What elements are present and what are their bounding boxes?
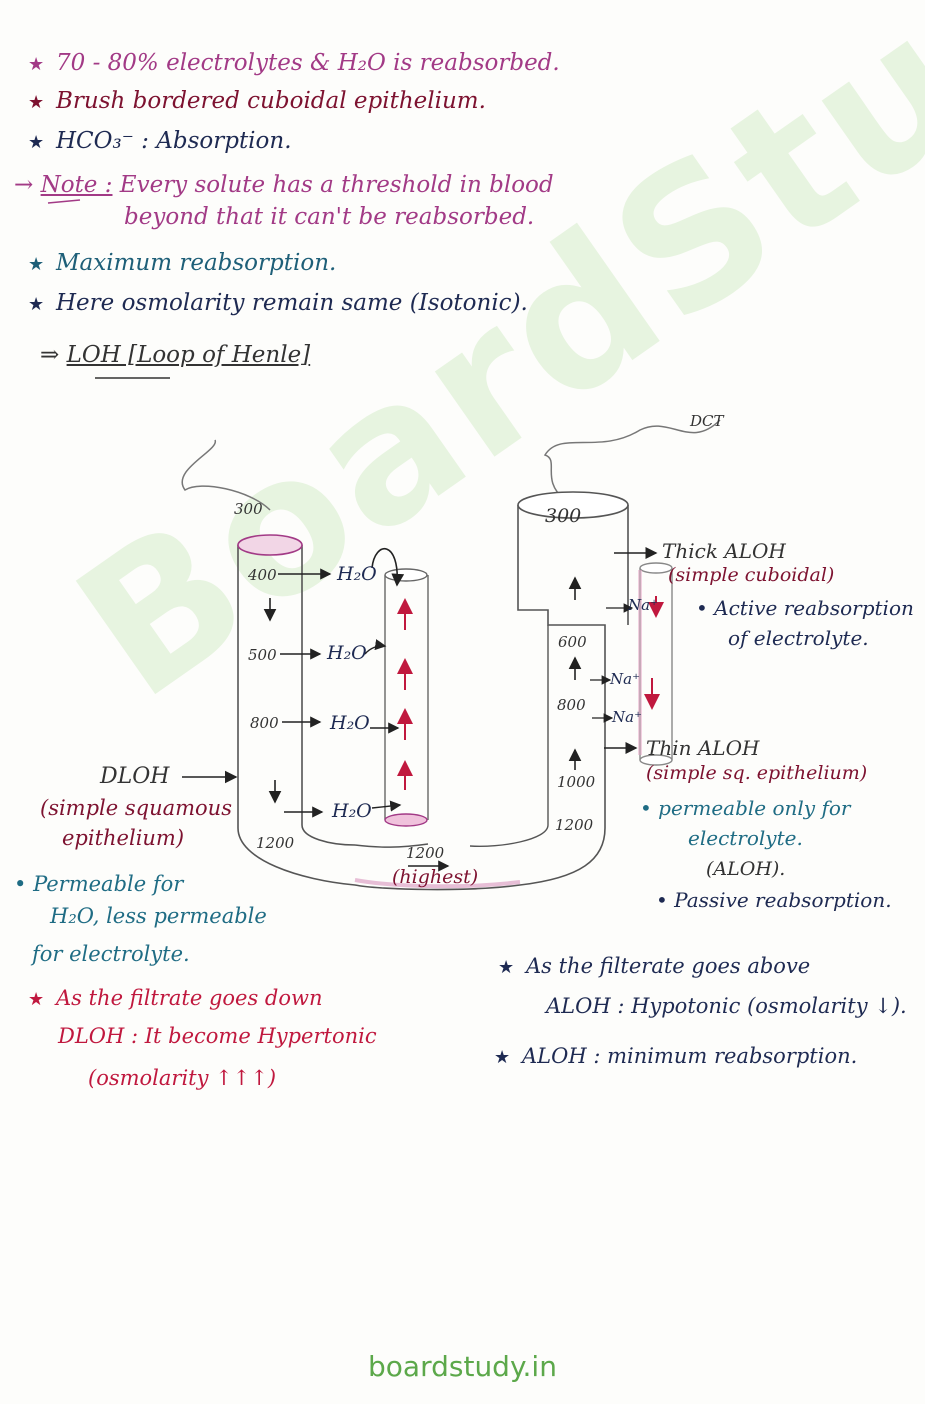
note-line-3: ★ HCO₃⁻ : Absorption. (28, 128, 292, 154)
na-label: Na⁺ (628, 596, 658, 614)
na-label: Na⁺ (610, 670, 640, 688)
note-line-2: ★ Brush bordered cuboidal epithelium. (28, 88, 486, 114)
dloh-permeability-3: for electrolyte. (32, 942, 190, 966)
h2o-label: H₂O (337, 563, 377, 585)
dloh-note-2: DLOH : It become Hypertonic (58, 1024, 377, 1048)
ascending-inner-wall (469, 625, 549, 848)
osmolarity-1200-right: 1200 (555, 816, 594, 834)
thin-aloh-perm-3: (ALOH). (706, 858, 786, 880)
thin-aloh-text: Passive reabsorption. (674, 888, 892, 912)
thick-aloh-label: Thick ALOH (662, 539, 786, 563)
descending-left-wall (301, 545, 356, 846)
dloh-note-text: As the filtrate goes down (56, 986, 323, 1010)
aloh-note-1: ★ As the filterate goes above (498, 954, 810, 978)
thin-aloh-perm-1: • permeable only for (640, 796, 850, 820)
dloh-permeability-2: H₂O, less permeable (50, 904, 267, 928)
right-tube-top (639, 562, 673, 574)
arrow-right-icon: → (14, 172, 34, 198)
star-icon: ★ (28, 92, 45, 113)
thin-aloh-passive: • Passive reabsorption. (656, 888, 892, 912)
thin-aloh-perm-2: electrolyte. (688, 826, 803, 850)
thick-aloh-epithelium: (simple cuboidal) (668, 564, 835, 586)
star-icon: ★ (494, 1047, 511, 1068)
dloh-permeability-1: • Permeable for (14, 872, 183, 896)
note-text: Every solute has a threshold in blood (119, 172, 554, 198)
note-line-4: ★ Maximum reabsorption. (28, 250, 336, 276)
loh-heading: ⇒ LOH [Loop of Henle] (40, 342, 310, 368)
footer-site[interactable]: boardstudy.in (368, 1350, 557, 1383)
osmolarity-1200-bottom: 1200 (406, 844, 445, 862)
note-block-cont: beyond that it can't be reabsorbed. (124, 204, 535, 230)
star-icon: ★ (28, 254, 45, 275)
dloh-note-3: (osmolarity ↑↑↑) (88, 1066, 277, 1090)
dloh-label: DLOH (100, 764, 170, 789)
star-icon: ★ (28, 989, 45, 1010)
bullet-icon: • (640, 796, 659, 820)
star-icon: ★ (28, 294, 45, 315)
thick-aloh-bullet-2: of electrolyte. (728, 626, 869, 650)
osmolarity-400: 400 (248, 566, 277, 584)
thick-aloh-bullet-1: • Active reabsorption (696, 596, 914, 620)
desc-osmolarity-300: 300 (234, 500, 263, 518)
dloh-note-1: ★ As the filtrate goes down (28, 986, 323, 1010)
star-icon: ★ (28, 54, 45, 75)
inflow-squiggle (181, 439, 271, 511)
inner-tube (384, 575, 429, 820)
highest-label: (highest) (392, 866, 479, 888)
h2o-label: H₂O (332, 800, 372, 822)
dloh-permeability-text: Permeable for (33, 872, 184, 896)
note-line-5: ★ Here osmolarity remain same (Isotonic). (28, 290, 528, 316)
loop-outline (237, 505, 606, 891)
note-text: HCO₃⁻ : Absorption. (56, 128, 292, 154)
note-block: → Note : Every solute has a threshold in… (14, 172, 554, 198)
loh-heading-text: LOH [Loop of Henle] (66, 342, 311, 368)
dloh-epithelium-1: (simple squamous (40, 796, 232, 820)
aloh-note-3: ★ ALOH : minimum reabsorption. (494, 1044, 857, 1068)
inner-tube-bottom (384, 813, 428, 827)
thin-aloh-label: Thin ALOH (646, 736, 760, 760)
star-icon: ★ (498, 957, 515, 978)
star-icon: ★ (28, 132, 45, 153)
note-text: 70 - 80% electrolytes & H₂O is reabsorbe… (56, 50, 560, 76)
dloh-epithelium-2: epithelium) (62, 826, 185, 850)
note-text: Here osmolarity remain same (Isotonic). (56, 290, 528, 316)
h2o-label: H₂O (330, 712, 370, 734)
thin-aloh-epithelium: (simple sq. epithelium) (646, 762, 868, 784)
ascending-opening (517, 491, 629, 519)
osmolarity-1200-left: 1200 (256, 834, 295, 852)
dct-label: DCT (690, 412, 724, 430)
aloh-note-text: ALOH : minimum reabsorption. (522, 1044, 858, 1068)
osmolarity-800: 800 (250, 714, 279, 732)
bottom-inner (354, 843, 429, 848)
thick-aloh-text: Active reabsorption (714, 596, 914, 620)
aloh-note-text: As the filterate goes above (526, 954, 811, 978)
bullet-icon: • (656, 888, 675, 912)
double-arrow-icon: ⇒ (40, 342, 60, 368)
right-tube-bottom (639, 754, 673, 766)
bullet-icon: • (14, 872, 34, 896)
aloh-note-2: ALOH : Hypotonic (osmolarity ↓). (546, 994, 907, 1018)
osmolarity-500: 500 (248, 646, 277, 664)
osmolarity-600: 600 (558, 633, 587, 651)
thin-aloh-text: permeable only for (658, 796, 851, 820)
asc-osmolarity-300: 300 (545, 505, 582, 527)
descending-opening (237, 534, 303, 556)
h2o-label: H₂O (327, 642, 367, 664)
note-text: Maximum reabsorption. (56, 250, 337, 276)
inner-tube-top (384, 568, 428, 582)
note-line-1: ★ 70 - 80% electrolytes & H₂O is reabsorb… (28, 50, 560, 76)
dct-squiggle (543, 419, 721, 501)
note-label: Note : (40, 172, 113, 198)
osmolarity-1000: 1000 (557, 773, 596, 791)
osmolarity-800-right: 800 (557, 696, 586, 714)
na-label: Na⁺ (612, 708, 642, 726)
bullet-icon: • (696, 596, 715, 620)
note-text: Brush bordered cuboidal epithelium. (56, 88, 486, 114)
